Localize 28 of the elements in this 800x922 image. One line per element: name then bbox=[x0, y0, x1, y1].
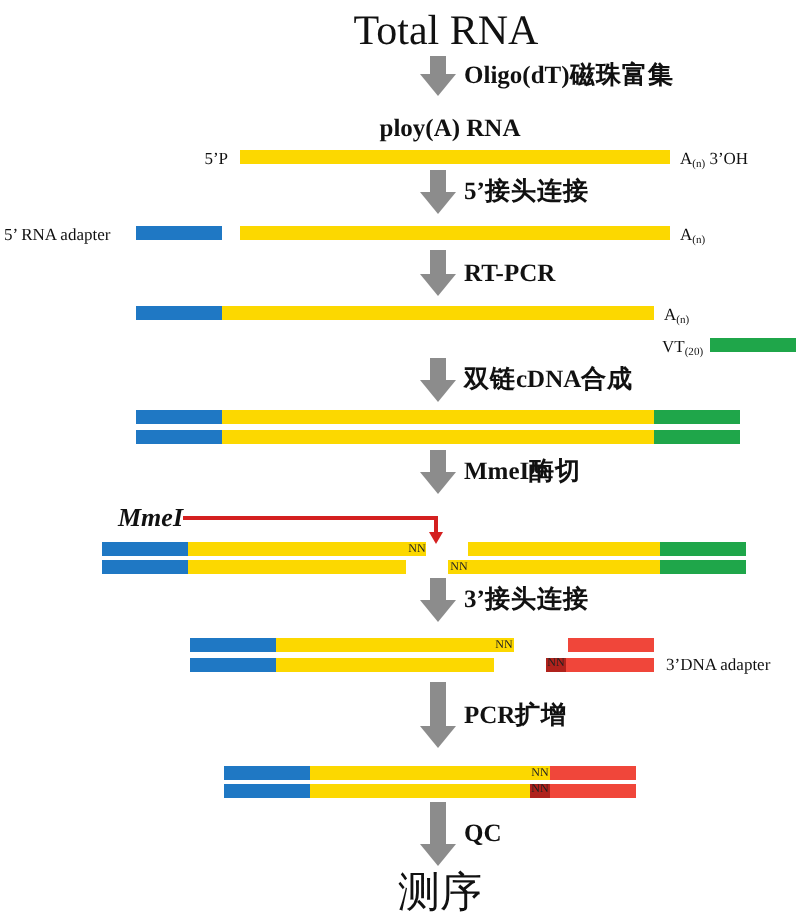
primer-label: VT$_{(20)}$ bbox=[662, 335, 704, 355]
end-label: A$_{(n)}$ 3’OH bbox=[680, 147, 749, 167]
adapter-label: 5’ RNA adapter bbox=[4, 223, 111, 243]
arrow bbox=[420, 578, 456, 622]
step-label: RT-PCR bbox=[464, 258, 556, 288]
end-label: 5’P bbox=[204, 147, 228, 167]
step-label: MmeI酶切 bbox=[464, 457, 582, 487]
arrow bbox=[420, 802, 456, 866]
step-label: 3’接头连接 bbox=[464, 585, 589, 615]
end-label: A$_{(n)}$ bbox=[664, 303, 690, 323]
stage-label: 测序 bbox=[398, 866, 482, 918]
end-label: A$_{(n)}$ bbox=[680, 223, 706, 243]
arrow bbox=[420, 682, 456, 748]
arrow bbox=[420, 358, 456, 402]
arrow bbox=[420, 450, 456, 494]
step-label: Oligo(dT)磁珠富集 bbox=[464, 61, 674, 91]
enzyme-label: MmeI bbox=[118, 502, 183, 534]
stage-label: Total RNA bbox=[353, 4, 539, 56]
arrow bbox=[420, 250, 456, 296]
arrow bbox=[420, 56, 456, 96]
arrow bbox=[420, 170, 456, 214]
adapter-label: 3’DNA adapter bbox=[666, 654, 771, 674]
leader-arrow bbox=[183, 516, 443, 544]
step-label: QC bbox=[464, 819, 502, 849]
step-label: 5’接头连接 bbox=[464, 177, 589, 207]
stage-label: ploy(A) RNA bbox=[379, 114, 521, 142]
step-label: PCR扩增 bbox=[464, 700, 568, 730]
step-label: 双链cDNA合成 bbox=[464, 365, 634, 395]
